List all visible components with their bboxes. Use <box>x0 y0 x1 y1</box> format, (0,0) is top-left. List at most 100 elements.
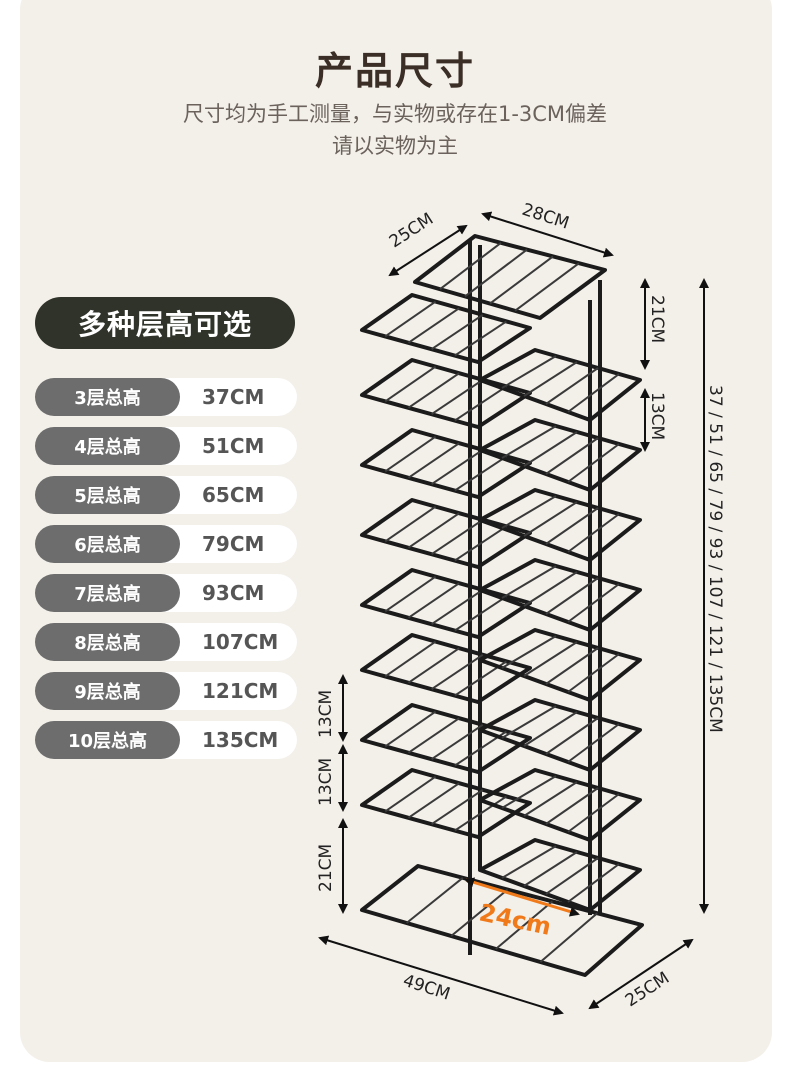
left-shelf-slat <box>384 710 437 748</box>
right-shelf-slat <box>545 717 599 755</box>
right-shelf-slat <box>567 863 620 903</box>
left-shelf-slat <box>384 505 437 543</box>
height-row-value: 79CM <box>202 532 265 556</box>
right-shelf-slat <box>523 781 578 817</box>
right-shelf-slat <box>523 711 578 747</box>
right-shelf-slat <box>545 507 599 545</box>
right-shelf-slat <box>501 425 557 459</box>
top-width-dimension-line <box>481 211 614 258</box>
top-shelf-slat <box>489 255 554 305</box>
left-shelf-slat <box>407 717 460 754</box>
left-shelf-slat <box>431 518 484 556</box>
height-row: 3层总高 37CM <box>35 378 297 416</box>
right-shelf <box>478 768 642 842</box>
rack-frame <box>360 234 644 977</box>
height-row: 6层总高 79CM <box>35 525 297 563</box>
height-row: 10层总高 135CM <box>35 721 297 759</box>
right-shelf-slat <box>567 723 620 763</box>
height-row-label: 6层总高 <box>35 525 180 563</box>
left-shelf-slat <box>384 640 437 678</box>
left-shelf-slat <box>384 775 437 813</box>
right-shelf-slat <box>501 635 557 669</box>
right-shelf-slat <box>545 647 599 685</box>
left-shelf-slat <box>407 372 460 409</box>
right-shelf-slat <box>545 367 599 405</box>
top-shelf-slat <box>514 262 580 312</box>
right-shelf-slat <box>523 431 578 467</box>
right-shelf-slat <box>501 355 557 389</box>
subtitle-line-2: 请以实物为主 <box>332 134 458 158</box>
left-shelf-slat <box>407 512 460 549</box>
left-shelf-slat <box>407 782 460 819</box>
left-gap-2-label: 13CM <box>316 758 336 806</box>
right-shelf-slat <box>523 641 578 677</box>
left-shelf-slat <box>407 442 460 479</box>
left-shelf-slat <box>431 788 484 826</box>
right-shelf-slat <box>523 361 578 397</box>
height-row-value: 93CM <box>202 581 265 605</box>
left-shelf-slat <box>454 595 507 632</box>
left-shelf-slat <box>431 313 484 351</box>
left-shelf-slat <box>384 300 437 338</box>
left-shelf-slat <box>431 723 484 761</box>
bottom-width-dimension-line <box>318 935 564 1016</box>
left-shelf <box>360 293 532 364</box>
left-shelf-slat <box>407 582 460 619</box>
left-shelf <box>360 633 532 704</box>
right-shelf <box>478 628 642 702</box>
right-shelf-slat <box>523 501 578 537</box>
right-shelf <box>478 698 642 772</box>
left-gap-1-label: 13CM <box>316 690 336 738</box>
height-row: 8层总高 107CM <box>35 623 297 661</box>
left-shelf-slat <box>431 378 484 416</box>
left-shelf <box>360 768 532 839</box>
height-row-value: 51CM <box>202 434 265 458</box>
right-shelf-slat <box>501 775 557 809</box>
left-shelf <box>360 358 532 429</box>
right-shelf-slat <box>567 653 620 693</box>
height-row: 7层总高 93CM <box>35 574 297 612</box>
subtitle-line-1: 尺寸均为手工测量，与实物或存在1-3CM偏差 <box>182 102 608 126</box>
height-row-label: 3层总高 <box>35 378 180 416</box>
left-shelf <box>360 428 532 499</box>
height-row-value: 65CM <box>202 483 265 507</box>
left-shelf-slat <box>454 525 507 562</box>
right-shelf-slat <box>567 513 620 553</box>
height-row-label: 4层总高 <box>35 427 180 465</box>
bottom-depth-dimension-line <box>588 938 694 1010</box>
right-shelf <box>478 348 642 422</box>
left-shelf-slat <box>407 307 460 344</box>
left-shelf-slat <box>431 588 484 626</box>
right-shelf-slat <box>545 577 599 615</box>
height-row-value: 37CM <box>202 385 265 409</box>
right-shelf-slat <box>545 787 599 825</box>
left-shelf-slat <box>384 435 437 473</box>
height-row: 5层总高 65CM <box>35 476 297 514</box>
right-shelf-slat <box>501 845 557 879</box>
height-row-label: 7层总高 <box>35 574 180 612</box>
right-shelf-slat <box>501 705 557 739</box>
bottom-shelf-slat <box>405 877 464 924</box>
total-heights-label: 37 / 51 / 65 / 79 / 93 / 107 / 121 / 135… <box>705 385 725 733</box>
top-depth-dimension-line <box>388 224 468 277</box>
right-shelf <box>478 488 642 562</box>
left-shelf-slat <box>384 365 437 403</box>
left-shelf <box>360 498 532 569</box>
inner-width-dimension-line <box>464 877 580 917</box>
top-gap-label: 21CM <box>647 295 667 343</box>
height-row: 4层总高 51CM <box>35 427 297 465</box>
height-row-label: 8层总高 <box>35 623 180 661</box>
right-gap-label: 13CM <box>647 392 667 440</box>
right-shelf <box>478 838 642 912</box>
left-shelf-slat <box>431 448 484 486</box>
right-shelf-slat <box>567 443 620 483</box>
right-shelf-slat <box>523 571 578 607</box>
right-shelf-slat <box>523 851 578 887</box>
height-row-value: 135CM <box>202 728 279 752</box>
right-shelf-slat <box>501 495 557 529</box>
bottom-depth-label: 25CM <box>622 968 673 1011</box>
inner-width-label: 24cm <box>477 898 554 940</box>
top-shelf-slat <box>464 248 528 298</box>
left-shelf-slat <box>431 653 484 691</box>
